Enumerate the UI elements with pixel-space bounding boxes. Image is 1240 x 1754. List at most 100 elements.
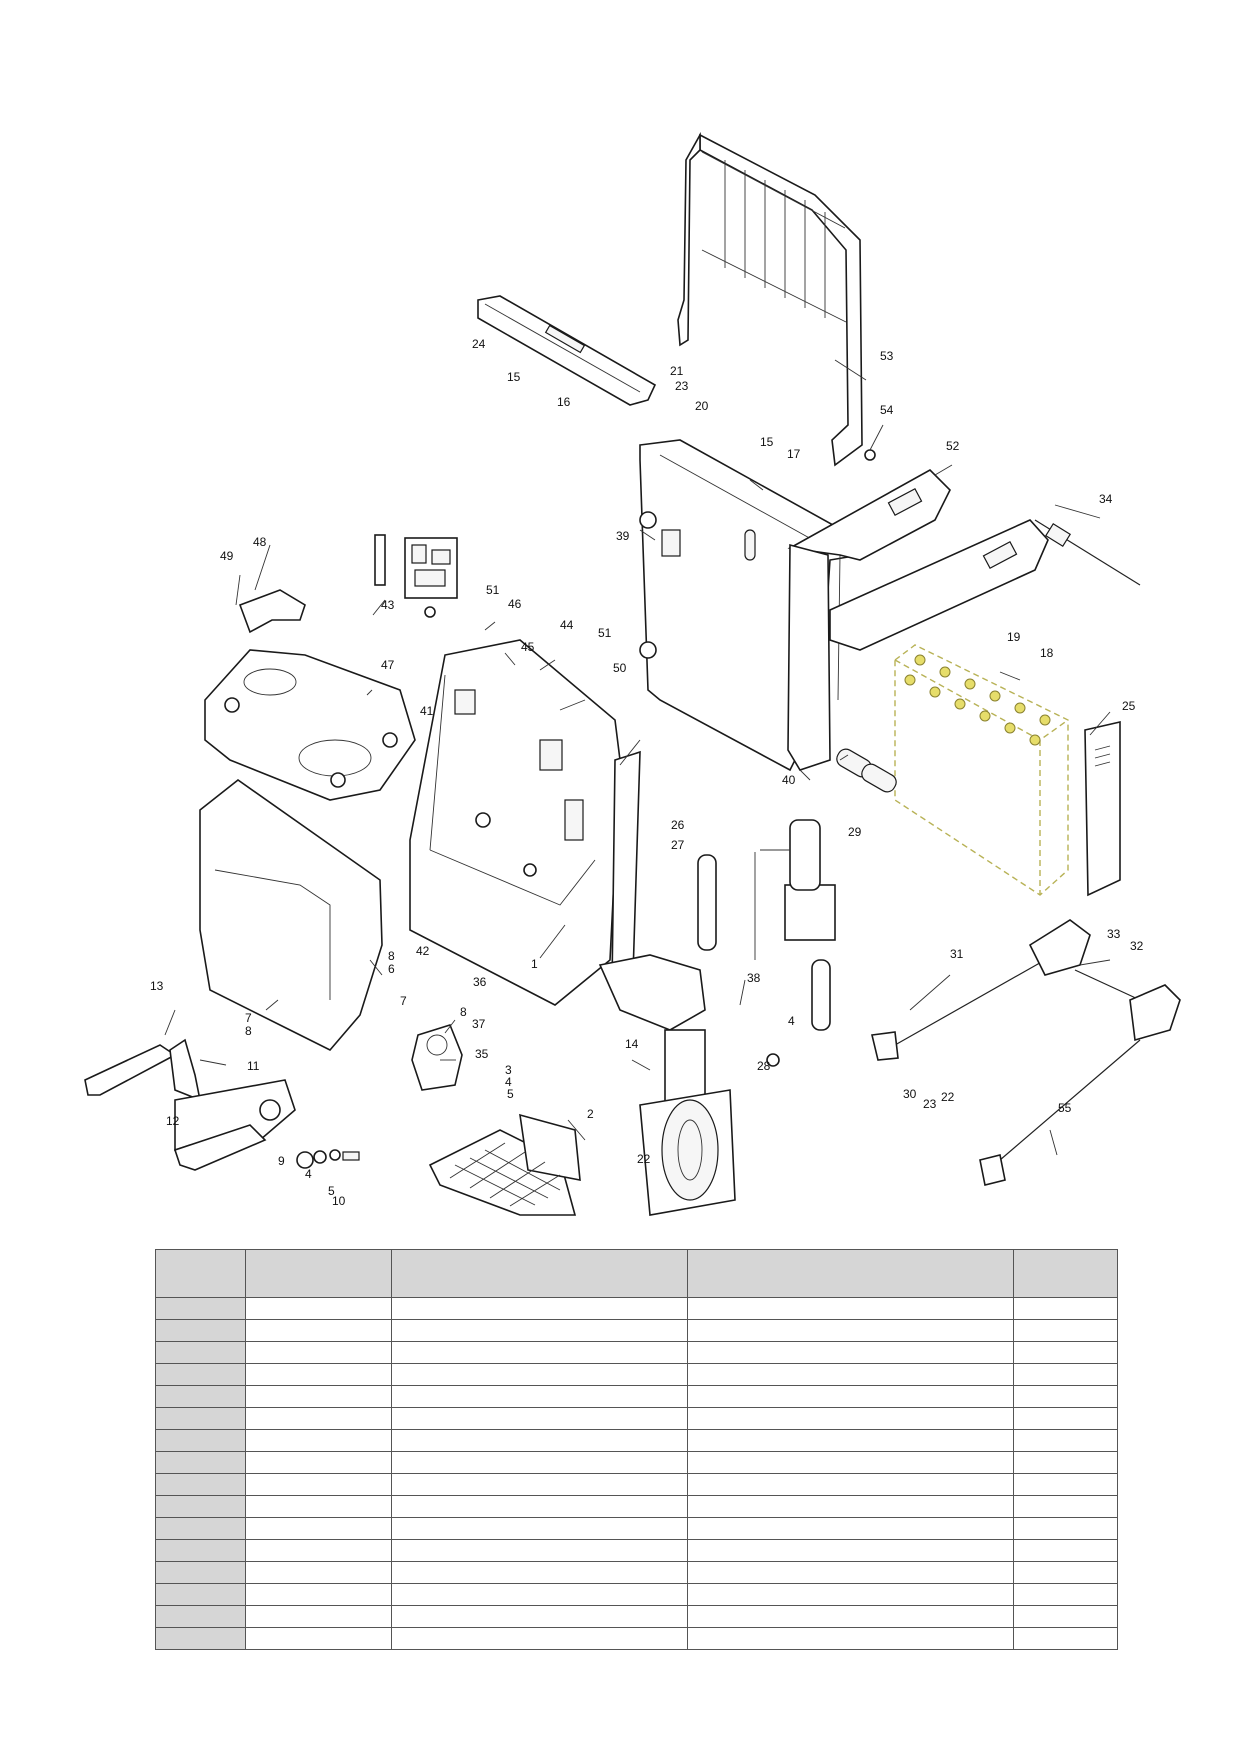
callout-number: 15 [507,370,521,384]
table-cell [687,1627,1014,1650]
leader-lines [164,359,1111,1156]
table-row [155,1539,1118,1562]
table-row [155,1495,1118,1518]
callout-number: 23 [923,1097,937,1111]
callout-number: 40 [782,773,796,787]
callout-number: 53 [880,349,894,363]
table-cell [155,1495,246,1518]
foot-platform-part [428,1113,581,1216]
top-cover-part [477,295,657,406]
parts-table [155,1249,1118,1650]
table-row [155,1451,1118,1474]
callout-number: 33 [1107,927,1121,941]
callout-number: 22 [637,1152,651,1166]
tiller-handle-part [84,1038,296,1171]
callout-number: 30 [903,1087,917,1101]
table-cell [687,1297,1014,1320]
callout-number: 3 [505,1063,512,1077]
table-row [155,1605,1118,1628]
callout-number: 1 [531,957,538,971]
table-cell [245,1517,392,1540]
table-row [155,1341,1118,1364]
table-cell [155,1539,246,1562]
header-cell [245,1249,392,1298]
callout-number: 4 [788,1014,795,1028]
table-cell [391,1539,688,1562]
table-row [155,1473,1118,1496]
table-cell [1013,1583,1118,1606]
table-cell [245,1561,392,1584]
fork-shaft-part [1034,519,1141,586]
callout-number: 16 [557,395,571,409]
table-row [155,1385,1118,1408]
table-cell [687,1319,1014,1342]
table-cell [687,1473,1014,1496]
table-cell [245,1319,392,1342]
callout-number: 26 [671,818,685,832]
table-cell [155,1319,246,1342]
table-cell [155,1583,246,1606]
callout-number: 36 [473,975,487,989]
table-cell [155,1363,246,1386]
table-cell [155,1451,246,1474]
table-cell [245,1539,392,1562]
main-frame-part [409,639,621,1006]
table-cell [245,1429,392,1452]
table-cell [155,1429,246,1452]
table-cell [245,1363,392,1386]
table-cell [1013,1561,1118,1584]
table-cell [391,1407,688,1430]
load-backrest-part [677,131,876,467]
callout-number: 14 [625,1037,639,1051]
table-row [155,1583,1118,1606]
callout-number: 32 [1130,939,1144,953]
table-cell [687,1451,1014,1474]
callout-number: 46 [508,597,522,611]
steering-rod-part [871,919,1181,1186]
callout-number: 29 [848,825,862,839]
hydraulic-pump-part [697,819,836,1067]
callout-number: 28 [757,1059,771,1073]
header-cell [1013,1249,1118,1298]
header-cell [155,1249,246,1298]
table-cell [155,1341,246,1364]
roller-part [836,748,897,793]
table-row [155,1363,1118,1386]
callout-number: 41 [420,704,434,718]
callout-number: 13 [150,979,164,993]
table-cell [245,1451,392,1474]
callout-number: 4 [505,1075,512,1089]
callout-number: 44 [560,618,574,632]
callout-number: 12 [166,1114,180,1128]
callout-number: 17 [787,447,801,461]
table-cell [155,1605,246,1628]
table-cell [245,1473,392,1496]
exploded-parts-diagram: 1234445567788891011121314151516171819202… [84,131,1181,1216]
callout-number: 21 [670,364,684,378]
table-cell [1013,1495,1118,1518]
callout-number: 25 [1122,699,1136,713]
brake-unit-part [411,1024,463,1091]
callout-number: 51 [598,626,612,640]
table-cell [1013,1297,1118,1320]
hardware-washers [296,1149,360,1169]
callout-number: 52 [946,439,960,453]
table-cell [391,1319,688,1342]
table-row [155,1407,1118,1430]
table-cell [687,1495,1014,1518]
drive-unit-part [598,954,736,1216]
table-cell [245,1605,392,1628]
callout-number: 24 [472,337,486,351]
table-cell [391,1583,688,1606]
table-cell [155,1473,246,1496]
header-cell [391,1249,688,1298]
table-cell [687,1561,1014,1584]
callout-number: 45 [521,640,535,654]
table-cell [245,1627,392,1650]
callout-number: 55 [1058,1101,1072,1115]
table-cell [1013,1473,1118,1496]
callout-number: 34 [1099,492,1113,506]
table-cell [391,1473,688,1496]
table-cell [1013,1429,1118,1452]
table-cell [155,1561,246,1584]
